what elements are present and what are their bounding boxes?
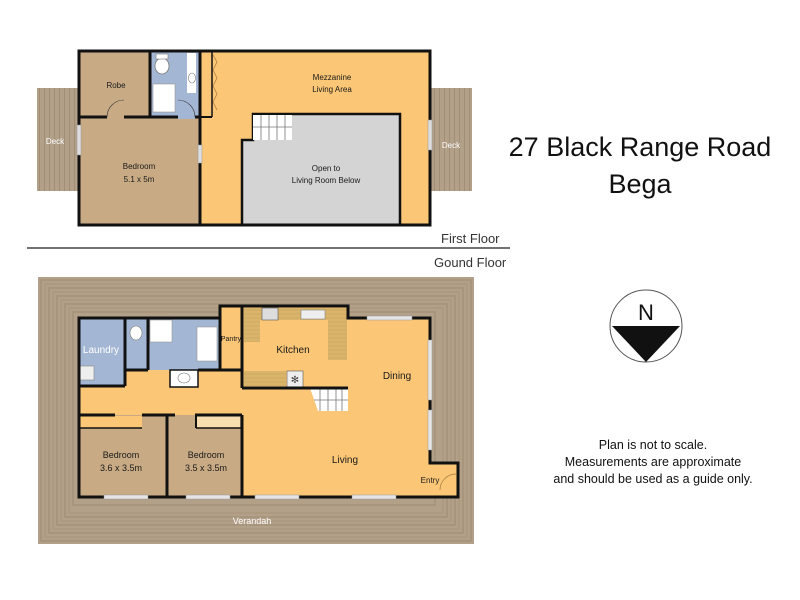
compass-label: N bbox=[638, 300, 654, 325]
deck-right bbox=[430, 88, 472, 191]
label-robe: Robe bbox=[106, 81, 126, 90]
label-dining: Dining bbox=[383, 371, 411, 382]
ground-floor-plan: ✻ bbox=[38, 277, 474, 544]
label-deck-right: Deck bbox=[442, 141, 461, 150]
stairs-first-floor bbox=[253, 115, 292, 140]
north-compass-icon: N bbox=[609, 289, 683, 363]
address-line-2: Bega bbox=[608, 169, 672, 199]
label-entry: Entry bbox=[421, 476, 440, 485]
pantry-room bbox=[220, 306, 242, 368]
disclaimer-line-2: Measurements are approximate bbox=[564, 455, 742, 469]
label-bedroom-2-size: 3.6 x 3.5m bbox=[100, 463, 142, 473]
label-bedroom-ff: Bedroom bbox=[123, 162, 156, 171]
address-line-1: 27 Black Range Road bbox=[508, 132, 772, 162]
cooktop bbox=[261, 307, 279, 321]
disclaimer-line-3: and should be used as a guide only. bbox=[553, 472, 753, 486]
label-bedroom-2: Bedroom bbox=[103, 450, 140, 460]
label-mezzanine-2: Living Area bbox=[312, 85, 352, 94]
label-mezzanine-1: Mezzanine bbox=[313, 73, 352, 82]
ground-floor-label: Gound Floor bbox=[434, 255, 507, 270]
stairs-ground-floor bbox=[310, 388, 348, 411]
label-living: Living bbox=[332, 455, 358, 466]
label-deck-left: Deck bbox=[46, 137, 65, 146]
label-kitchen: Kitchen bbox=[276, 345, 309, 356]
label-laundry: Laundry bbox=[83, 345, 119, 356]
first-floor-plan bbox=[37, 49, 472, 227]
label-bedroom-ff-size: 5.1 x 5m bbox=[124, 175, 155, 184]
label-void-2: Living Room Below bbox=[292, 176, 361, 185]
disclaimer: Plan is not to scale. Measurements are a… bbox=[528, 437, 778, 488]
robe-room bbox=[79, 51, 150, 117]
room-labels: Robe Bedroom 5.1 x 5m Mezzanine Living A… bbox=[46, 73, 461, 526]
svg-text:✻: ✻ bbox=[291, 375, 299, 386]
first-floor-label: First Floor bbox=[441, 231, 500, 246]
label-bedroom-3-size: 3.5 x 3.5m bbox=[185, 463, 227, 473]
disclaimer-line-1: Plan is not to scale. bbox=[598, 438, 708, 452]
kitchen-sink bbox=[300, 309, 326, 320]
deck-left bbox=[37, 88, 79, 191]
label-pantry: Pantry bbox=[221, 336, 242, 343]
label-verandah: Verandah bbox=[233, 516, 272, 526]
bedroom-first-floor bbox=[79, 117, 200, 225]
label-bedroom-3: Bedroom bbox=[188, 450, 225, 460]
label-void-1: Open to bbox=[312, 164, 341, 173]
